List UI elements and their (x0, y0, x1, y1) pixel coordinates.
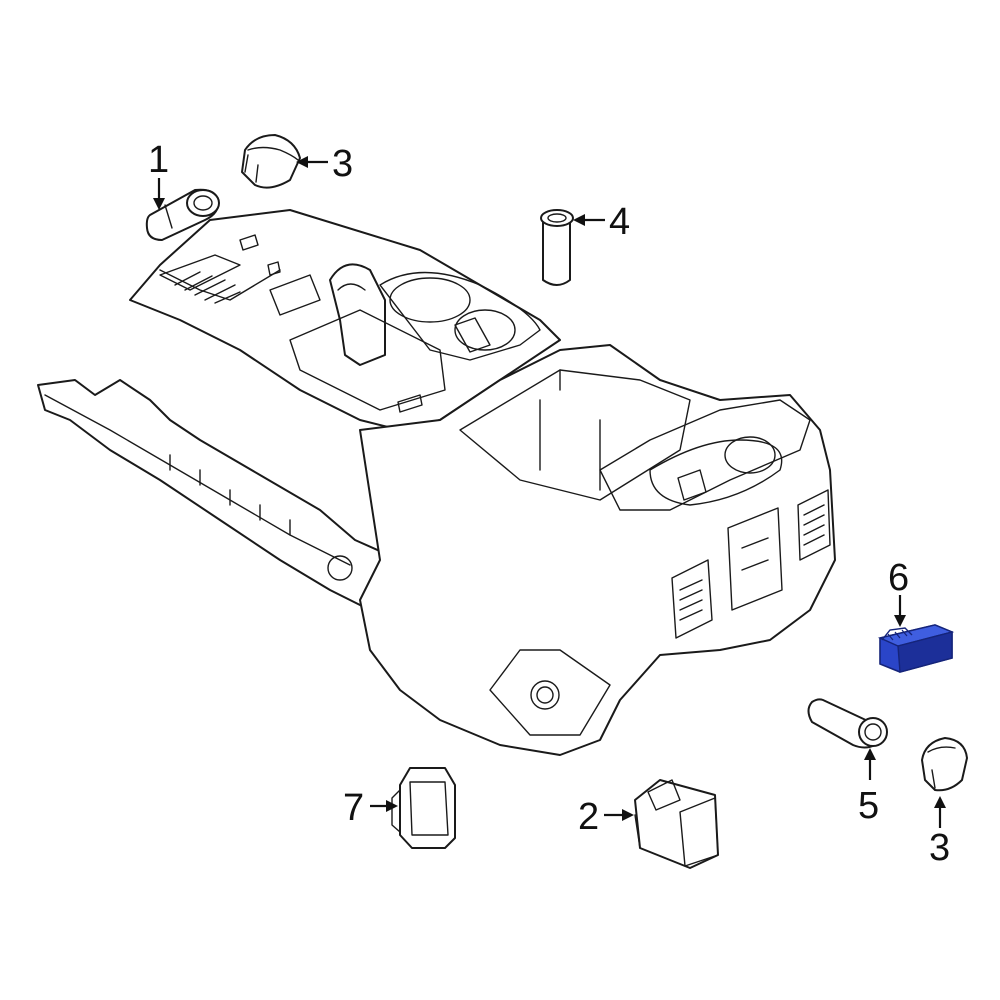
part-3-knob-bottom (921, 737, 968, 792)
callout-7-label: 7 (343, 787, 364, 829)
callout-3-top-label: 3 (332, 143, 353, 185)
part-1-sleeve (145, 188, 220, 241)
part-3-knob-top (241, 134, 301, 189)
callout-5-label: 5 (858, 785, 879, 827)
center-console-assembly (37, 209, 836, 756)
callout-4-label: 4 (609, 201, 630, 243)
callout-3-bottom-label: 3 (929, 827, 950, 869)
part-2-switch (634, 779, 719, 869)
callout-2-label: 2 (578, 796, 599, 838)
callout-1-label: 1 (148, 139, 169, 181)
part-4-tube (540, 209, 574, 286)
callout-6-label: 6 (888, 557, 909, 599)
part-7-switch (391, 767, 456, 849)
part-6-module-highlighted (877, 624, 955, 673)
part-5-sleeve (807, 698, 888, 749)
callout-arrows (153, 156, 946, 828)
